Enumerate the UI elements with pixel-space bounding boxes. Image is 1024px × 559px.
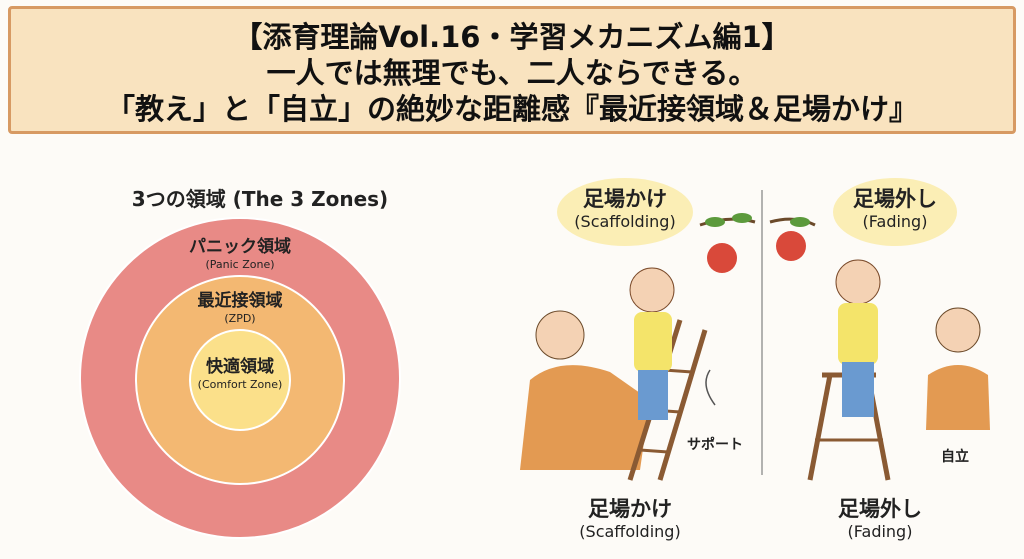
zones-title: 3つの領域 (The 3 Zones): [131, 187, 389, 211]
mother-figure: [520, 310, 650, 470]
zpd-label: 最近接領域(ZPD): [140, 290, 340, 326]
fading-bottom-jp: 足場外し: [838, 497, 922, 521]
support-arrow-icon: [705, 369, 716, 406]
zpd-en: (ZPD): [224, 312, 256, 325]
independent-label: 自立: [941, 449, 969, 465]
panic-zone-en: (Panic Zone): [205, 258, 275, 271]
zpd-jp: 最近接領域: [197, 291, 283, 311]
banner-line-3: 「教え」と「自立」の絶妙な距離感『最近接領域＆足場かけ』: [105, 92, 918, 126]
scaffolding-top-label: 足場かけ(Scaffolding): [545, 186, 705, 232]
scaffolding-bottom-en: (Scaffolding): [579, 522, 681, 541]
comfort-zone-en: (Comfort Zone): [197, 378, 283, 391]
apple-tree-branch-right: [769, 217, 816, 261]
fading-top-en: (Fading): [862, 212, 928, 231]
fading-bottom-label: 足場外し(Fading): [800, 496, 960, 542]
scaffolding-top-jp: 足場かけ: [583, 187, 667, 211]
banner-line-1: 【添育理論Vol.16・学習メカニズム編1】: [233, 20, 791, 54]
comfort-zone-label: 快適領域(Comfort Zone): [140, 356, 340, 392]
child-figure-left: [629, 267, 675, 420]
support-label: サポート: [687, 437, 743, 453]
comfort-zone-jp: 快適領域: [206, 357, 274, 377]
panic-zone-label: パニック領域(Panic Zone): [140, 236, 340, 272]
scaffolding-bottom-label: 足場かけ(Scaffolding): [550, 496, 710, 542]
fading-top-label: 足場外し(Fading): [815, 186, 975, 232]
panic-zone-jp: パニック領域: [189, 237, 291, 257]
comfort-zone-circle: [189, 329, 291, 431]
mother-figure-right: [926, 307, 990, 430]
scaffolding-top-en: (Scaffolding): [574, 212, 676, 231]
apple-tree-branch-left: [699, 213, 756, 273]
fading-bottom-en: (Fading): [847, 522, 913, 541]
fading-top-jp: 足場外し: [853, 187, 937, 211]
scaffolding-bottom-jp: 足場かけ: [588, 497, 672, 521]
child-figure-right: [835, 259, 881, 417]
banner-line-2: 一人では無理でも、二人ならできる。: [266, 56, 758, 90]
title-banner: 【添育理論Vol.16・学習メカニズム編1】 一人では無理でも、二人ならできる。…: [8, 6, 1016, 134]
